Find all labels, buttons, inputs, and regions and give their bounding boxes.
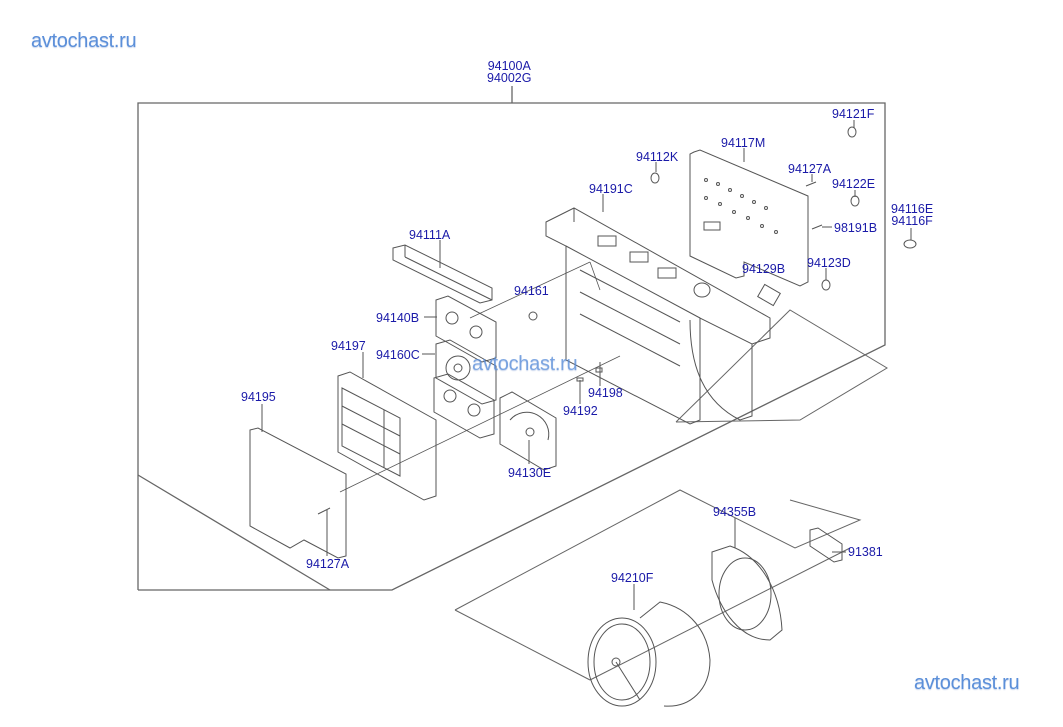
- part-label-94195[interactable]: 94195: [241, 390, 276, 404]
- assembly-label-line2: 94002G: [487, 71, 532, 85]
- leader-lines: [261, 120, 912, 610]
- part-label-94121F[interactable]: 94121F: [832, 107, 875, 121]
- part-94197-bezel: [337, 371, 437, 501]
- part-label-91381[interactable]: 91381: [848, 545, 883, 559]
- part-94195-lens: [249, 427, 347, 559]
- part-lower-module: [433, 373, 495, 439]
- part-94191C-housing: [545, 207, 771, 425]
- part-label-94160C[interactable]: 94160C: [376, 348, 420, 362]
- part-label-94197[interactable]: 94197: [331, 339, 366, 353]
- part-label-94191C[interactable]: 94191C: [589, 182, 633, 196]
- part-label-94129B[interactable]: 94129B: [742, 262, 786, 276]
- part-label-94122E[interactable]: 94122E: [832, 177, 876, 191]
- assembly-label-line1: 94100A: [487, 59, 531, 73]
- part-label-94116E: 94116E: [891, 202, 934, 216]
- part-label-94192[interactable]: 94192: [563, 404, 598, 418]
- part-label-94355B[interactable]: 94355B: [713, 505, 757, 519]
- part-label-94140B[interactable]: 94140B: [376, 311, 420, 325]
- part-label-98191B[interactable]: 98191B: [834, 221, 878, 235]
- fasteners: [317, 126, 917, 515]
- part-label-94210F[interactable]: 94210F: [611, 571, 654, 585]
- part-label-94198[interactable]: 94198: [588, 386, 623, 400]
- alignment-lines: [339, 261, 621, 493]
- part-label-94127A-top[interactable]: 94127A: [788, 162, 832, 176]
- part-label-94161[interactable]: 94161: [514, 284, 549, 298]
- part-94210F-gauge: [587, 601, 711, 707]
- part-label-94116E-F[interactable]: 94116E 94116F: [891, 202, 934, 228]
- part-94117M-pcb: [689, 149, 809, 287]
- part-94140B-module: [435, 295, 497, 363]
- watermark-top-left: avtochast.ru: [31, 30, 137, 52]
- part-label-94112K[interactable]: 94112K: [636, 150, 679, 164]
- assembly-label[interactable]: 94100A 94002G: [487, 59, 532, 85]
- assembly-frame: [137, 86, 886, 591]
- part-94111A-strip: [392, 244, 493, 304]
- watermark-center: avtochast.ru: [472, 353, 578, 375]
- part-label-94117M[interactable]: 94117M: [721, 136, 766, 150]
- watermark-bottom-right: avtochast.ru: [914, 672, 1020, 694]
- part-94355B-gasket: [711, 545, 783, 641]
- part-label-94111A[interactable]: 94111A: [409, 228, 451, 242]
- part-91381-clip: [809, 527, 843, 563]
- part-label-94130E[interactable]: 94130E: [508, 466, 552, 480]
- part-label-94127A-bottom[interactable]: 94127A: [306, 557, 350, 571]
- part-94130E-panel: [499, 391, 557, 471]
- part-label-94116F: 94116F: [891, 214, 933, 228]
- part-label-94123D[interactable]: 94123D: [807, 256, 851, 270]
